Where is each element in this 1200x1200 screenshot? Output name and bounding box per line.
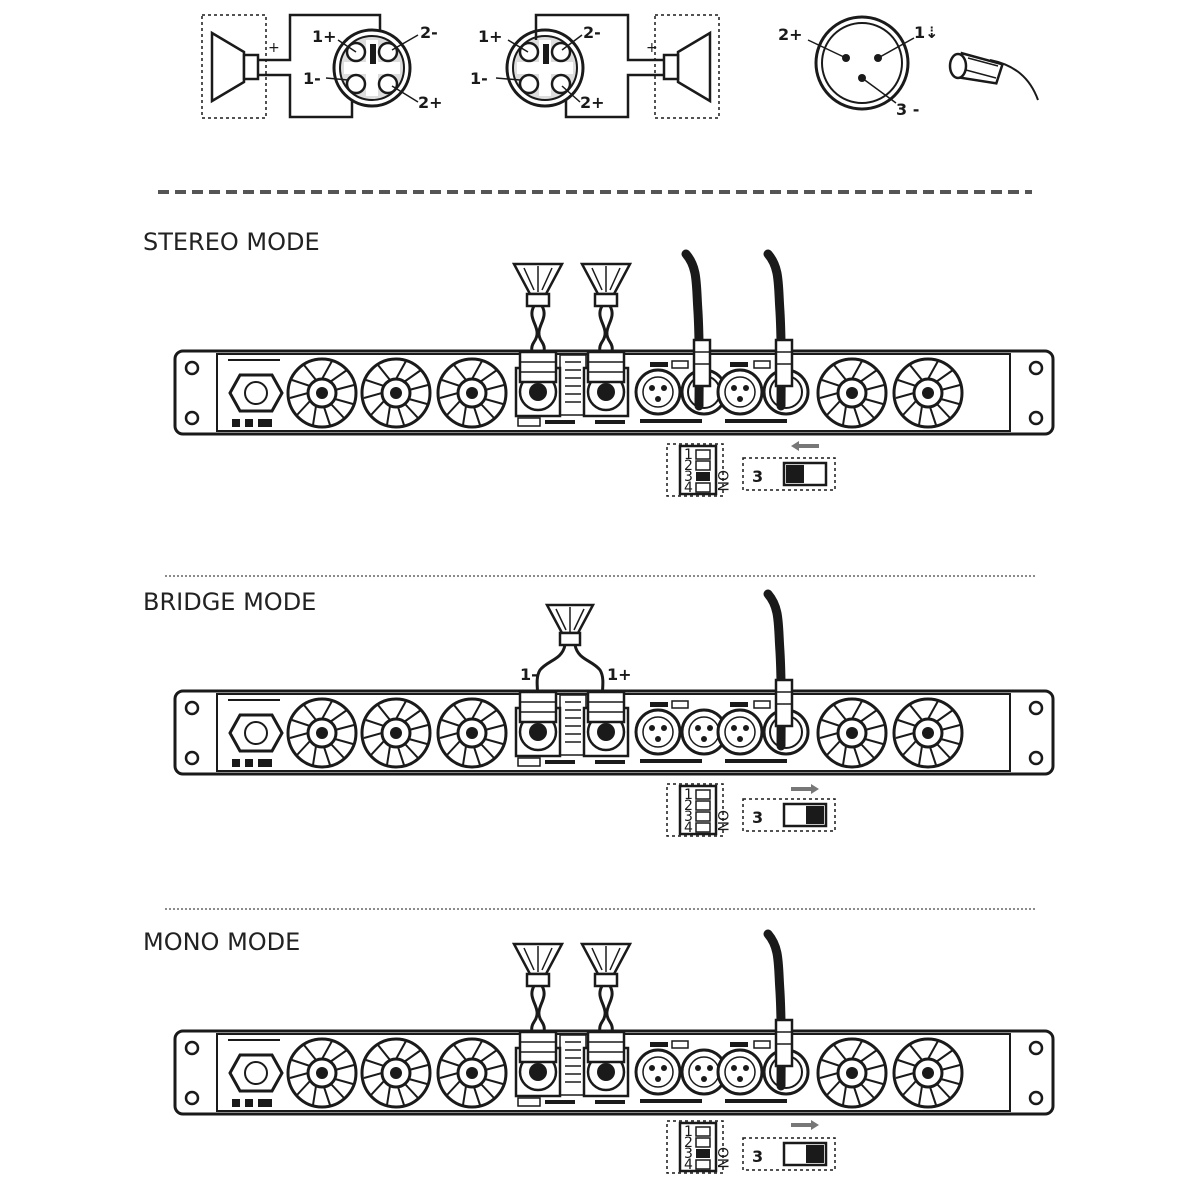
dip-number: 3 (752, 1147, 763, 1166)
dip-key-label: 3 (684, 1146, 693, 1162)
dip-toggle (806, 1145, 824, 1163)
bridge-mode-section: BRIDGE MODE 1- 1+ 1 2 3 (143, 588, 1053, 837)
mono-mode-section: MONO MODE 1 2 3 4 ON 3 (143, 928, 1053, 1174)
dip-switch-zoom: 3 (742, 1137, 836, 1171)
mode-title: STEREO MODE (143, 228, 320, 256)
dip-switch-zoom: 3 (742, 798, 836, 832)
mode-title: MONO MODE (143, 928, 300, 956)
speakon-connector-right (505, 28, 585, 108)
mode-title: BRIDGE MODE (143, 588, 316, 616)
dip-key-label: 4 (684, 480, 693, 496)
dip-switch-panel: 1 2 3 4 ON (666, 783, 730, 837)
microphone-icon (948, 51, 1039, 101)
dip-key-label: 3 (684, 469, 693, 485)
speaker-icon (201, 14, 267, 119)
pin-label: 3 - (896, 100, 919, 119)
pin-label: 1+ (478, 27, 503, 46)
pin-label: 2+ (778, 25, 803, 44)
dip-number: 3 (752, 467, 763, 486)
dip-toggle (786, 465, 804, 483)
pin-label: 2+ (580, 93, 605, 112)
pin-label: 1- (470, 69, 488, 88)
xlr-connector (814, 15, 910, 111)
dip-switch-zoom: 3 (742, 457, 836, 491)
dip-key-label: 1 (684, 787, 693, 803)
pin-label: 1+ (312, 27, 337, 46)
pin-label: 2- (420, 23, 438, 42)
plus-label: + (268, 40, 280, 56)
dip-key-label: 3 (684, 809, 693, 825)
pin-label: 1- (303, 69, 321, 88)
dip-key-label: 2 (684, 798, 693, 814)
dip-switch-panel: 1 2 3 4 ON (666, 1120, 730, 1174)
dip-on-label: ON (714, 1147, 730, 1169)
dip-switch-panel: 1 2 3 4 ON (666, 443, 730, 497)
arrow-right-icon (791, 1120, 819, 1130)
dip-key-label: 1 (684, 1124, 693, 1140)
dip-on-label: ON (714, 810, 730, 832)
dip-key-label: 2 (684, 458, 693, 474)
bridge-minus-label: 1- (520, 665, 538, 684)
dip-on-label: ON (714, 470, 730, 492)
bridge-plus-label: 1+ (607, 665, 632, 684)
dip-key-label: 4 (684, 820, 693, 836)
dip-key-label: 1 (684, 447, 693, 463)
pinout-section: + 1+ 2- 1- 2+ (201, 13, 1039, 119)
pin-label: 1⇣ (914, 23, 939, 42)
pin-label: 2+ (418, 93, 443, 112)
arrow-left-icon (791, 441, 819, 451)
horn-speaker-icon (535, 603, 605, 701)
plus-label: + (646, 40, 658, 56)
arrow-right-icon (791, 784, 819, 794)
speaker-icon (654, 14, 720, 119)
dip-number: 3 (752, 808, 763, 827)
stereo-mode-section: STEREO MODE 1 2 3 4 ON 3 (143, 228, 1053, 497)
dip-key-label: 2 (684, 1135, 693, 1151)
dip-key-label: 4 (684, 1157, 693, 1173)
pin-label: 2- (583, 23, 601, 42)
dip-toggle (806, 806, 824, 824)
speakon-connector-left (332, 28, 412, 108)
